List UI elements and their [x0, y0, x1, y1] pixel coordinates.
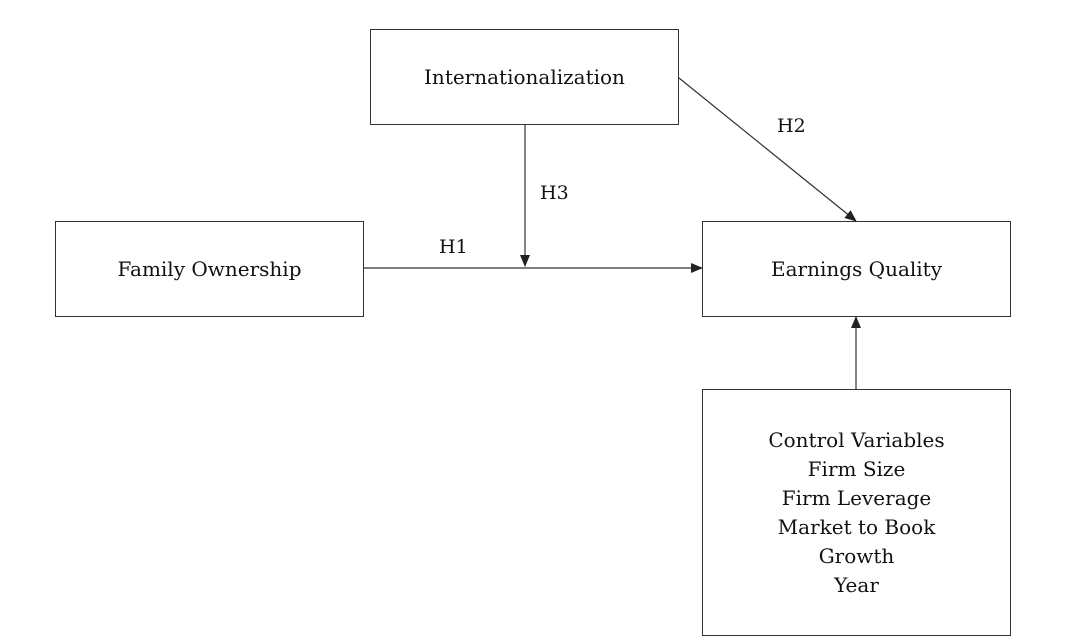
hypothesis-label-h3: H3 [540, 182, 569, 204]
hypothesis-label-h2: H2 [777, 115, 806, 137]
control-variable-item: Market to Book [777, 514, 936, 539]
control-variables-title: Control Variables [768, 427, 945, 452]
control-variable-item: Year [834, 572, 879, 597]
control-variables-box: Control Variables Firm Size Firm Leverag… [702, 389, 1011, 636]
control-variable-item: Firm Leverage [781, 485, 932, 510]
control-variable-item: Firm Size [807, 456, 906, 481]
arrow-h2 [678, 77, 857, 222]
earnings-quality-label: Earnings Quality [771, 257, 942, 281]
internationalization-box: Internationalization [370, 29, 679, 125]
control-variable-item: Growth [818, 543, 895, 568]
family-ownership-label: Family Ownership [117, 257, 302, 281]
hypothesis-label-h1: H1 [439, 236, 468, 258]
internationalization-label: Internationalization [424, 65, 625, 89]
family-ownership-box: Family Ownership [55, 221, 364, 317]
earnings-quality-box: Earnings Quality [702, 221, 1011, 317]
